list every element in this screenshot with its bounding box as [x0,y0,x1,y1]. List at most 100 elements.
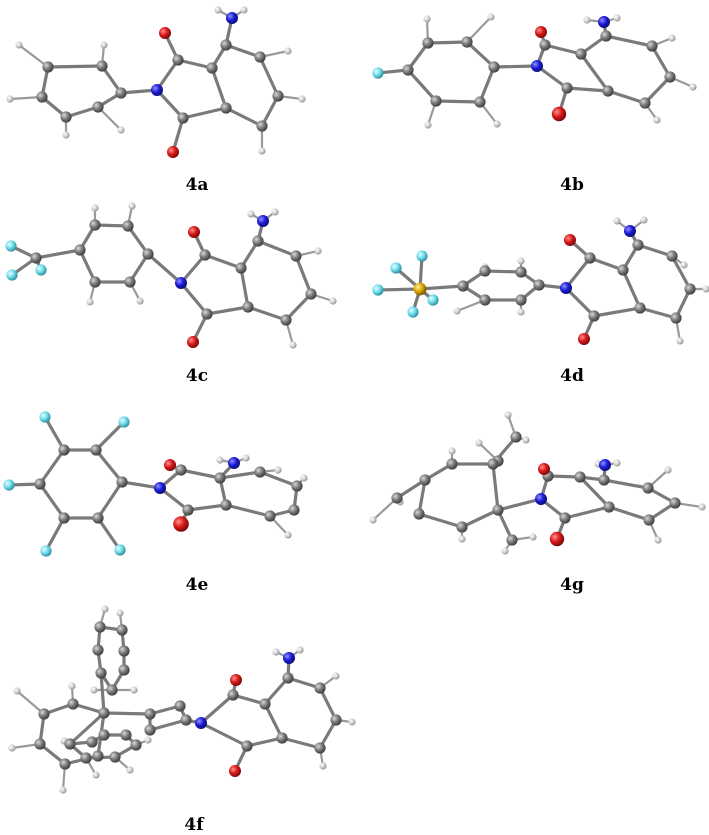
atom-c [634,302,646,314]
bond [417,478,427,516]
atom-o [551,106,567,122]
bond [181,106,228,120]
atom-c [220,102,232,114]
bond [119,88,159,95]
atom-o [564,234,576,246]
atom-f [427,294,439,306]
bond [179,281,209,316]
atom-h [130,686,138,694]
atom-c [98,707,110,719]
atom-c [122,220,134,232]
atom-n [226,12,238,24]
bond [99,671,106,715]
atom-h [101,605,109,613]
atom-h [284,531,292,539]
bond [199,721,249,748]
atom-h [448,447,456,455]
atom-c [290,250,302,262]
atom-c [515,294,527,306]
atom-c [144,708,156,720]
atom-c [182,504,194,516]
atom-h [90,686,98,694]
atom-h [117,126,125,134]
atom-c [118,664,130,676]
atom-o [538,463,550,475]
atom-c [666,250,678,262]
atom-h [289,341,297,349]
atom-f [114,544,126,556]
label-4g: 4g [560,575,584,595]
atom-c [643,514,655,526]
bond [543,43,583,56]
atom-c [461,36,473,48]
molecule-4b [372,13,697,129]
atom-c [446,458,458,470]
atom-c [106,684,118,696]
atom-h [329,297,337,305]
atom-c [259,698,271,710]
atom-f [416,250,428,262]
atom-h [423,15,431,23]
atom-c [30,252,42,264]
atom-c [598,474,610,486]
bond [406,41,430,72]
atom-f [407,306,419,318]
atom-f [40,545,52,557]
atom-c [539,39,551,51]
atom-c [201,308,213,320]
atom-c [67,698,79,710]
label-4e: 4e [186,575,209,595]
atom-o [167,146,179,158]
molecule-4d [372,216,709,345]
atom-h [144,736,152,744]
atom-c [92,750,104,762]
bond [492,64,539,69]
atom-h [493,120,501,128]
bond [578,475,611,509]
atom-c [533,279,545,291]
atom-c [314,742,326,754]
atom-o [159,27,171,39]
atom-c [116,476,128,488]
atom-c [42,61,54,73]
bond [376,287,422,292]
atom-c [276,732,288,744]
atom-h [126,766,134,774]
atom-h [332,672,340,680]
atom-c [617,264,629,276]
bond [176,58,214,70]
atom-f [39,411,51,423]
atom-c [92,512,104,524]
bond [284,292,313,322]
atom-c [96,60,108,72]
atom-c [199,249,211,261]
atom-h [613,459,621,467]
bond [418,284,465,291]
bond [483,269,523,274]
bond [78,248,97,284]
bond [120,480,162,490]
atom-c [413,508,425,520]
atom-f [372,284,384,296]
atom-h [128,202,136,210]
atom-c [115,87,127,99]
atom-c [280,314,292,326]
atom-c [59,758,71,770]
atom-c [34,738,46,750]
bond [258,470,299,488]
atom-h [653,116,661,124]
atom-c [422,37,434,49]
atom-c [256,120,268,132]
bond [426,40,469,45]
bond [46,64,104,69]
atom-c [515,266,527,278]
bond [224,503,272,518]
bond [621,268,642,310]
atom-h [369,516,377,524]
atom-c [177,112,189,124]
atom-c [174,700,186,712]
bond [280,736,322,750]
atom-c [98,729,110,741]
bond [245,736,284,748]
atom-o [549,531,565,547]
